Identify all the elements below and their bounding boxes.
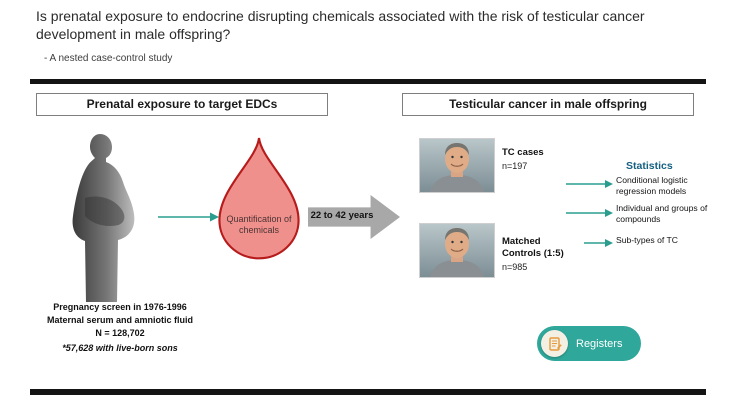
timeline-label: 22 to 42 years (310, 210, 374, 221)
stat-arrow-icon (566, 209, 613, 217)
man-portrait-icon (420, 139, 494, 192)
statistics-title: Statistics (626, 160, 673, 172)
outcome-header-box: Testicular cancer in male offspring (402, 93, 694, 116)
exposure-header-label: Prenatal exposure to target EDCs (86, 97, 278, 111)
chemical-drop-icon: Quantification of chemicals (216, 133, 302, 265)
pregnant-woman-silhouette-icon (72, 134, 135, 302)
control-photo (420, 224, 494, 277)
exposure-header-box: Prenatal exposure to target EDCs (36, 93, 328, 116)
document-icon (548, 336, 562, 351)
footnote-screen-years: Pregnancy screen in 1976-1996 (53, 302, 187, 312)
exposure-flow-arrow-icon (158, 212, 219, 222)
footnote-liveborn-sons: *57,628 with live-born sons (62, 343, 178, 353)
registers-icon (541, 330, 568, 357)
cohort-footnotes: Pregnancy screen in 1976-1996 Maternal s… (30, 301, 210, 355)
bottom-divider-bar (30, 389, 706, 395)
tc-cases-label: TC cases (502, 147, 544, 158)
figure-subtitle: - A nested case-control study (44, 53, 173, 64)
top-divider-bar (30, 79, 706, 84)
pregnant-woman-photo (48, 128, 158, 303)
drop-shape (218, 137, 300, 260)
drop-label: Quantification of chemicals (226, 213, 292, 235)
stat-item-regression: Conditional logistic regression models (616, 175, 688, 197)
footnote-sample-type: Maternal serum and amniotic fluid (46, 315, 194, 325)
stat-arrow-icon (566, 180, 613, 188)
tc-case-photo (420, 139, 494, 192)
stat-item-subtypes: Sub-types of TC (616, 235, 678, 245)
matched-controls-count: n=985 (502, 262, 528, 272)
footnote-cohort-n: N = 128,702 (95, 328, 145, 338)
registers-button: Registers (537, 326, 641, 361)
tc-cases-count: n=197 (502, 161, 528, 171)
stat-arrow-icon (584, 239, 613, 247)
figure-title: Is prenatal exposure to endocrine disrup… (36, 8, 645, 43)
matched-controls-label: Matched Controls (1:5) (502, 236, 564, 259)
stat-item-compounds: Individual and groups of compounds (616, 203, 708, 225)
registers-label: Registers (576, 337, 623, 350)
man-portrait-icon (420, 224, 494, 277)
outcome-header-label: Testicular cancer in male offspring (449, 97, 647, 111)
